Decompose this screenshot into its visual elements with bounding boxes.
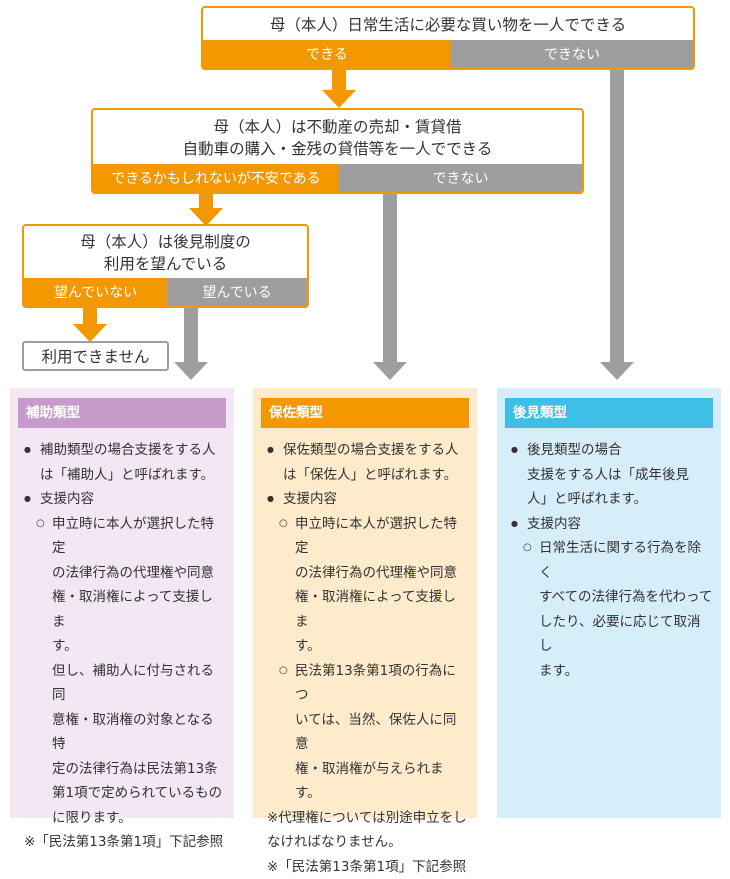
q1-answer-yes: できる [203, 40, 451, 68]
arrow-q3-to-result [73, 308, 107, 342]
arrow-q1-to-kouken [600, 70, 634, 380]
panel-hojo-body: 補助類型の場合支援をする人 は「補助人」と呼ばれます。支援内容申立時に本人が選択… [18, 438, 226, 855]
q1-answer-no: できない [451, 40, 693, 68]
bullet-item: 後見類型の場合 支援をする人は「成年後見 人」と呼ばれます。 [505, 438, 713, 512]
panel-hosa: 保佐類型 保佐類型の場合支援をする人 は「保佐人」と呼ばれます。支援内容申立時に… [253, 388, 477, 818]
sub-bullet-item: 申立時に本人が選択した特定 の法律行為の代理権や同意 権・取消権によって支援しま… [261, 512, 469, 659]
arrow-q1-to-q2 [322, 70, 356, 108]
panel-hojo-title: 補助類型 [18, 398, 226, 428]
question-2-text: 母（本人）は不動産の売却・賃貸借 自動車の購入・金残の貸借等を一人でできる [93, 110, 582, 166]
bullet-item: 補助類型の場合支援をする人 は「補助人」と呼ばれます。 [18, 438, 226, 487]
bullet-item: 支援内容 [505, 512, 713, 537]
arrow-q2-to-hosa [373, 194, 407, 380]
question-1-text: 母（本人）日常生活に必要な買い物を一人でできる [203, 8, 693, 42]
panel-kouken-body: 後見類型の場合 支援をする人は「成年後見 人」と呼ばれます。支援内容日常生活に関… [505, 438, 713, 683]
q3-answer-yes: 望んでいない [24, 278, 167, 306]
question-3-box: 母（本人）は後見制度の 利用を望んでいる 望んでいない 望んでいる [22, 224, 309, 308]
sub-bullet-item: 日常生活に関する行為を除く すべての法律行為を代わって したり、必要に応じて取消… [505, 536, 713, 683]
arrow-q3-to-hojo [174, 308, 208, 380]
panel-hosa-body: 保佐類型の場合支援をする人 は「保佐人」と呼ばれます。支援内容申立時に本人が選択… [261, 438, 469, 879]
panel-kouken-title: 後見類型 [505, 398, 713, 428]
panel-hojo: 補助類型 補助類型の場合支援をする人 は「補助人」と呼ばれます。支援内容申立時に… [10, 388, 234, 818]
q3-answer-no: 望んでいる [167, 278, 307, 306]
bullet-item: 保佐類型の場合支援をする人 は「保佐人」と呼ばれます。 [261, 438, 469, 487]
q2-answer-no: できない [339, 164, 582, 192]
sub-bullet-item: 民法第13条第1項の行為につ いては、当然、保佐人に同意 権・取消権が与えられま… [261, 659, 469, 806]
bullet-item: 支援内容 [18, 487, 226, 512]
note-text: ※「民法第13条第1項」下記参照 [18, 830, 226, 855]
bullet-item: 支援内容 [261, 487, 469, 512]
question-3-text: 母（本人）は後見制度の 利用を望んでいる [24, 226, 307, 280]
result-not-available: 利用できません [22, 341, 169, 371]
note-text: ※代理権については別途申立をし なければなりません。 [261, 806, 469, 855]
arrow-q2-to-q3 [189, 194, 223, 226]
panel-hosa-title: 保佐類型 [261, 398, 469, 428]
question-1-box: 母（本人）日常生活に必要な買い物を一人でできる できる できない [201, 6, 695, 70]
panel-kouken: 後見類型 後見類型の場合 支援をする人は「成年後見 人」と呼ばれます。支援内容日… [497, 388, 721, 818]
note-text: ※「民法第13条第1項」下記参照 [261, 855, 469, 879]
q2-answer-yes: できるかもしれないが不安である [93, 164, 339, 192]
question-2-box: 母（本人）は不動産の売却・賃貸借 自動車の購入・金残の貸借等を一人でできる でき… [91, 108, 584, 194]
sub-bullet-item: 申立時に本人が選択した特定 の法律行為の代理権や同意 権・取消権によって支援しま… [18, 512, 226, 831]
